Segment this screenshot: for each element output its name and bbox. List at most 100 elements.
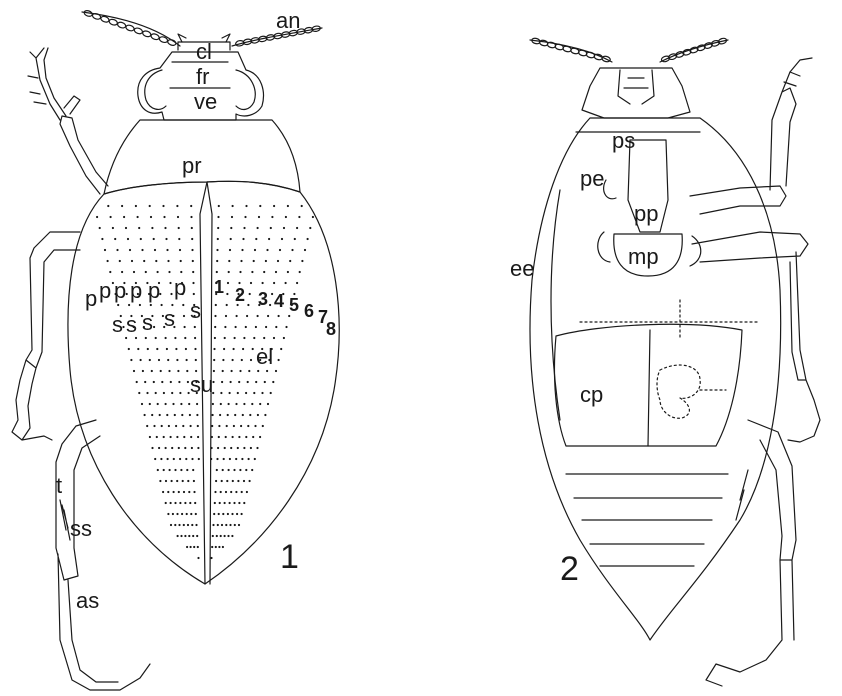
puncture-dot xyxy=(233,469,235,471)
puncture-dot xyxy=(254,249,256,251)
label-el: el xyxy=(256,346,273,368)
puncture-dot xyxy=(187,480,189,482)
puncture-dot xyxy=(194,326,196,328)
puncture-dot xyxy=(150,304,152,306)
puncture-dot xyxy=(239,469,241,471)
puncture-dot xyxy=(253,337,255,339)
puncture-dot xyxy=(195,513,197,515)
puncture-dot xyxy=(174,414,176,416)
puncture-dot xyxy=(212,403,214,405)
puncture-dot xyxy=(191,249,193,251)
puncture-dot xyxy=(147,348,149,350)
puncture-dot xyxy=(179,249,181,251)
epipleura xyxy=(551,190,560,420)
puncture-dot xyxy=(174,502,176,504)
stria-number-5: 5 xyxy=(289,296,299,314)
puncture-dot xyxy=(160,370,162,372)
puncture-dot xyxy=(166,249,168,251)
puncture-dot xyxy=(186,513,188,515)
puncture-dot xyxy=(182,425,184,427)
puncture-dot xyxy=(189,414,191,416)
puncture-dot xyxy=(234,524,236,526)
puncture-dot xyxy=(173,458,175,460)
puncture-dot xyxy=(220,403,222,405)
label-p-5: p xyxy=(148,280,160,302)
puncture-dot xyxy=(128,304,130,306)
puncture-dot xyxy=(250,447,252,449)
puncture-dot xyxy=(307,238,309,240)
left-antenna xyxy=(82,12,180,46)
puncture-dot xyxy=(264,414,266,416)
puncture-dot xyxy=(191,227,193,229)
puncture-dot xyxy=(190,546,192,548)
puncture-dot xyxy=(168,370,170,372)
puncture-dot xyxy=(168,425,170,427)
puncture-dot xyxy=(259,436,261,438)
puncture-dot xyxy=(144,381,146,383)
stria-number-2: 2 xyxy=(235,286,245,304)
puncture-dot xyxy=(296,282,298,284)
puncture-dot xyxy=(156,436,158,438)
puncture-dot xyxy=(241,359,243,361)
puncture-dot xyxy=(225,436,227,438)
puncture-dot xyxy=(186,546,188,548)
puncture-dot xyxy=(238,381,240,383)
puncture-dot xyxy=(157,271,159,273)
puncture-dot xyxy=(153,238,155,240)
puncture-dot xyxy=(213,348,215,350)
puncture-dot xyxy=(145,337,147,339)
puncture-dot xyxy=(143,260,145,262)
puncture-dot xyxy=(227,282,229,284)
puncture-dot xyxy=(237,447,239,449)
puncture-dot xyxy=(281,238,283,240)
puncture-dot xyxy=(178,447,180,449)
stria-number-6: 6 xyxy=(304,302,314,320)
puncture-dot xyxy=(248,458,250,460)
puncture-dot xyxy=(180,403,182,405)
puncture-dot xyxy=(192,271,194,273)
puncture-dot xyxy=(178,524,180,526)
puncture-dot xyxy=(287,205,289,207)
puncture-dot xyxy=(186,359,188,361)
hind-leg xyxy=(56,420,150,690)
puncture-dot xyxy=(231,216,233,218)
puncture-dot xyxy=(193,546,195,548)
puncture-dot xyxy=(301,260,303,262)
puncture-dot xyxy=(214,491,216,493)
puncture-dot xyxy=(249,480,251,482)
puncture-dot xyxy=(216,458,218,460)
puncture-dot xyxy=(224,535,226,537)
puncture-dot xyxy=(212,535,214,537)
puncture-dot xyxy=(140,359,142,361)
stria-number-8: 8 xyxy=(326,320,336,338)
puncture-dot xyxy=(129,249,131,251)
puncture-dot xyxy=(172,513,174,515)
label-ss: ss xyxy=(70,518,92,540)
puncture-dot xyxy=(247,304,249,306)
fore-tarsus-ventral xyxy=(784,72,800,86)
antenna-segment xyxy=(117,21,127,29)
puncture-dot xyxy=(136,381,138,383)
puncture-dot xyxy=(165,238,167,240)
puncture-dot xyxy=(159,480,161,482)
puncture-dot xyxy=(226,425,228,427)
puncture-dot xyxy=(141,403,143,405)
procoxa-left xyxy=(604,180,616,199)
puncture-dot xyxy=(283,227,285,229)
puncture-dot xyxy=(212,414,214,416)
puncture-dot xyxy=(234,337,236,339)
puncture-dot xyxy=(174,337,176,339)
puncture-dot xyxy=(243,403,245,405)
puncture-dot xyxy=(155,392,157,394)
coxal-plate-suture xyxy=(648,330,650,446)
puncture-dot xyxy=(99,227,101,229)
puncture-dot xyxy=(211,447,213,449)
puncture-dot xyxy=(230,381,232,383)
puncture-dot xyxy=(193,491,195,493)
puncture-dot xyxy=(176,436,178,438)
puncture-dot xyxy=(101,238,103,240)
puncture-dot xyxy=(178,381,180,383)
puncture-dot xyxy=(166,348,168,350)
puncture-dot xyxy=(213,370,215,372)
label-cl: cl xyxy=(196,41,212,63)
